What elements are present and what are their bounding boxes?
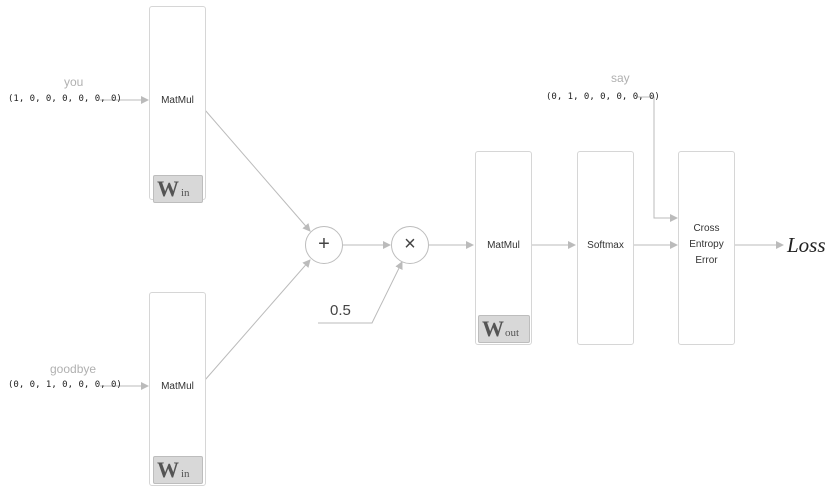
matmul-in-layer-1: MatMul W in [149, 6, 206, 203]
arrow-constant-to-mul [318, 261, 403, 324]
context-vector-1: (1, 0, 0, 0, 0, 0, 0) [8, 94, 122, 104]
arrow-matmul1-to-add [204, 109, 311, 232]
target-vector: (0, 1, 0, 0, 0, 0, 0) [546, 92, 660, 102]
softmax-label: Softmax [587, 240, 624, 251]
constant-value: 0.5 [330, 302, 351, 319]
add-node: + [305, 226, 343, 264]
matmul-in-layer-2: MatMul W in [149, 292, 206, 486]
matmul-label: MatMul [487, 240, 520, 251]
cross-entropy-label-line3: Error [695, 255, 718, 266]
context-word-2: goodbye [50, 362, 97, 376]
weight-in-badge: W in [153, 175, 203, 203]
weight-symbol: W [482, 316, 504, 341]
context-vector-2: (0, 0, 1, 0, 0, 0, 0) [8, 380, 122, 390]
weight-symbol: W [157, 457, 179, 482]
cross-entropy-layer: Cross Entropy Error [678, 151, 735, 345]
context-word-1: you [64, 75, 84, 89]
weight-subscript: in [181, 468, 190, 480]
cross-entropy-label-line1: Cross [693, 223, 720, 234]
loss-output-label: Loss [787, 233, 826, 257]
arrow-target-to-cross-entropy [636, 96, 678, 222]
cross-entropy-label-line2: Entropy [689, 239, 724, 250]
matmul-label: MatMul [161, 95, 194, 106]
multiply-node: × [391, 226, 429, 264]
weight-out-badge: W out [478, 315, 530, 343]
weight-in-badge: W in [153, 456, 203, 484]
weight-subscript: out [505, 327, 520, 339]
target-word: say [611, 71, 630, 85]
matmul-label: MatMul [161, 381, 194, 392]
softmax-layer: Softmax [577, 151, 634, 345]
weight-symbol: W [157, 176, 179, 201]
arrow-matmul2-to-add [204, 259, 311, 381]
weight-subscript: in [181, 187, 190, 199]
matmul-out-layer: MatMul W out [475, 151, 532, 345]
